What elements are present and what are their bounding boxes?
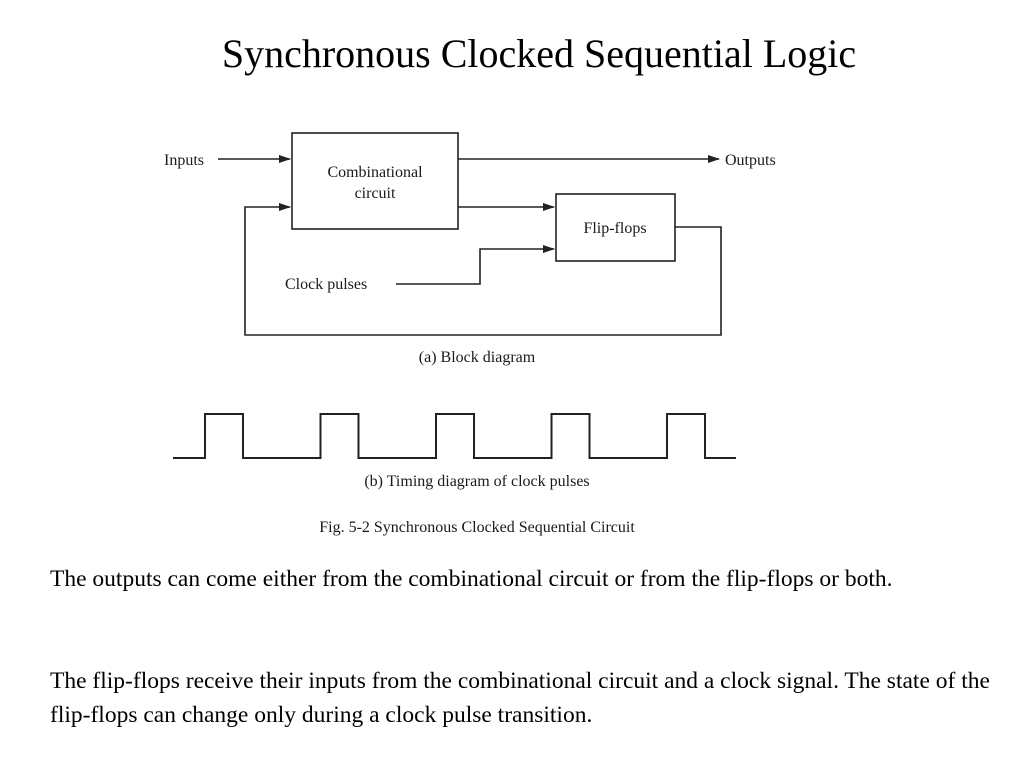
combinational-circuit-box (291, 132, 459, 230)
inputs-label: Inputs (164, 152, 204, 169)
outputs-label: Outputs (725, 152, 776, 169)
timing-diagram-caption: (b) Timing diagram of clock pulses (364, 473, 589, 490)
figure-caption: Fig. 5-2 Synchronous Clocked Sequential … (319, 519, 635, 536)
clock-pulse-waveform (173, 413, 736, 459)
figure-5-2: Inputs Outputs Combinational circuit Fli… (164, 132, 776, 536)
paragraph-flipflops: The flip-flops receive their inputs from… (50, 668, 990, 728)
flipflops-label: Flip-flops (583, 220, 646, 237)
paragraph-outputs: The outputs can come either from the com… (50, 566, 893, 592)
block-diagram (218, 132, 722, 336)
block-diagram-caption: (a) Block diagram (419, 349, 536, 366)
feedback-line (244, 203, 722, 336)
combinational-label-line1: Combinational (327, 164, 423, 181)
clock-pulses-label: Clock pulses (285, 276, 367, 293)
combinational-label-line2: circuit (355, 185, 396, 202)
clock-pulses-line (396, 245, 555, 285)
slide-title: Synchronous Clocked Sequential Logic (221, 31, 857, 76)
